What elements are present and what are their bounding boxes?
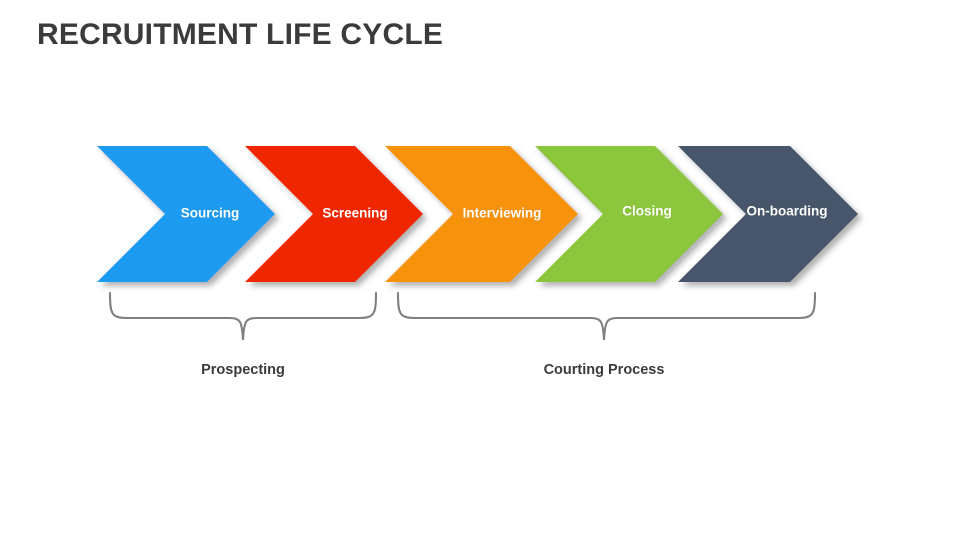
page-title: RECRUITMENT LIFE CYCLE [37,18,444,51]
group-brace-courting-process [396,291,817,341]
process-stage-sourcing[interactable] [97,146,275,282]
process-stage-on-boarding[interactable] [678,146,858,282]
process-stage-screening[interactable] [245,146,423,282]
process-stage-closing[interactable] [535,146,723,282]
group-brace-prospecting [108,291,378,341]
process-stage-interviewing[interactable] [385,146,578,282]
group-label-courting-process: Courting Process [543,362,665,378]
group-label-prospecting: Prospecting [201,362,285,378]
